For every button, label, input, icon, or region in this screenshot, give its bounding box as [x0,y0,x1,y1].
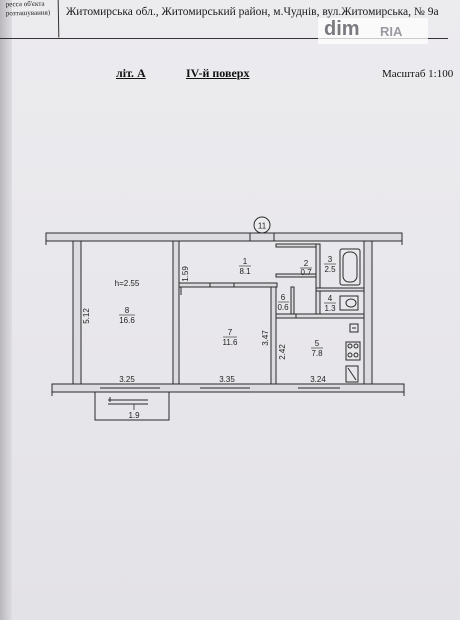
toilet [339,295,359,311]
room8-number: 8 [125,306,130,315]
watermark-brand: dim [324,18,360,40]
dim-room5-height: 2.42 [278,344,287,360]
room2-area: 0.7 [300,268,312,277]
bathtub [339,248,361,286]
room4-area: 1.3 [324,304,336,313]
scale-label: Масштаб 1:100 [382,68,454,80]
room3-number: 3 [328,255,333,264]
stove-icon [345,341,361,361]
toilet-bowl [345,298,357,308]
room6-number: 6 [281,293,286,302]
watermark-sub: RIA [380,24,403,39]
wall-room2-bottom [275,273,317,278]
room8-area: 16.6 [119,316,135,325]
dim-bottom-room5: 3.24 [310,375,326,384]
vent-icon-line [347,367,357,381]
room1-area: 8.1 [239,267,251,276]
dim-balcony-width: 1.9 [128,411,140,420]
room5-number: 5 [315,339,320,348]
room3-area: 2.5 [324,265,336,274]
balcony-label: I [133,403,135,412]
room7-area: 11.6 [223,338,239,347]
axis-marker-circle [253,216,271,234]
page-edge-shadow [0,0,12,620]
balcony [94,391,170,421]
axis-marker-label: 11 [258,222,267,231]
wall-room8-room7 [172,240,180,385]
wall-corridor-room7 [178,282,278,288]
left-outer-wall [72,240,82,392]
dimria-watermark: dim RIA [318,18,428,44]
floor-label: IV-й поверх [186,66,250,80]
bathtub-inner [342,251,358,283]
right-outer-wall [363,240,373,392]
room6-area: 0.6 [277,303,289,312]
dim-left-height: 5.12 [82,308,91,324]
vent-icon [345,365,359,383]
wall-room6 [290,286,295,315]
top-outer-wall [45,232,403,242]
header-table: ресса об'єкта розташування) Житомирська … [0,0,448,39]
ceiling-height: h=2.55 [115,279,140,288]
stove-burner [353,352,359,358]
dim-bottom-room8: 3.25 [119,375,135,384]
stove-burner [347,343,353,349]
room7-number: 7 [228,328,233,337]
room2-number: 2 [304,259,309,268]
room4-number: 4 [328,294,333,303]
wall-room2-top [275,243,317,248]
sink-icon [349,323,359,333]
wall-bathroom [315,243,321,315]
stove-burner [347,352,353,358]
property-address: Житомирська обл., Житомирський район, м.… [66,6,439,18]
stove-burner [353,343,359,349]
dim-corridor-height: 1.59 [181,266,190,282]
dim-bottom-room7: 3.35 [219,375,235,384]
wall-room3-room4 [315,287,365,292]
wall-room7-room5 [270,286,277,385]
wall-room5-top [275,313,365,319]
liter-label: літ. А [116,66,146,80]
dim-room7-height: 3.47 [261,330,270,346]
room1-number: 1 [243,257,248,266]
room5-area: 7.8 [311,349,323,358]
